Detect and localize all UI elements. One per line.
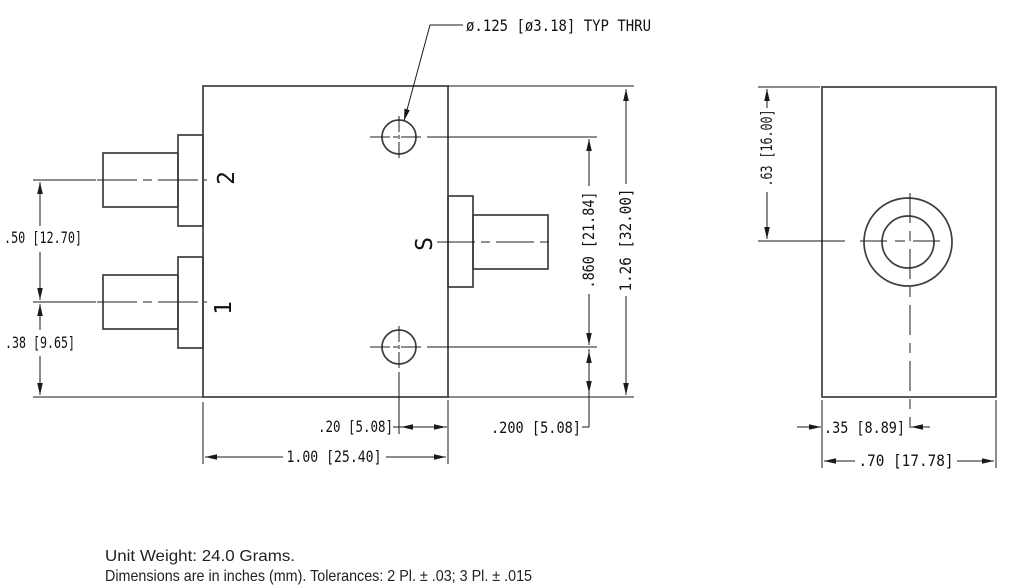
hole-callout: ø.125 [ø3.18] TYP THRU [403,16,651,122]
left-dimensions: .50 [12.70] .38 [9.65] [4,179,203,398]
dim-text-port-spacing: .50 [12.70] [4,228,82,247]
port2-label: 2 [214,171,240,185]
dim-text-hole-spacing: .860 [21.84] [579,192,598,289]
note-tolerances: Dimensions are in inches (mm). Tolerance… [105,568,532,585]
dim-text-width: 1.00 [25.40] [287,447,382,466]
bottom-dimensions: .20 [5.08] 1.00 [25.40] [202,372,449,466]
side-view-dimensions: .63 [16.00] .35 [8.89] .70 [17.78] [757,86,997,470]
dim-text-side-width: .70 [17.78] [859,451,954,470]
dim-text-port1-bottom: .38 [9.65] [5,333,75,352]
side-hole-outer [863,197,953,287]
side-hole-inner [881,215,935,269]
port-s-label: S [412,237,438,251]
side-view [821,86,997,428]
dim-text-hole-right: .20 [5.08] [318,417,393,436]
right-dimensions: .860 [21.84] 1.26 [32.00] .200 [5.08] [427,85,635,437]
note-unit-weight: Unit Weight: 24.0 Grams. [105,548,295,565]
side-block-outline [821,86,997,398]
dim-text-side-hole-offset: .35 [8.89] [824,418,905,437]
dim-text-height: 1.26 [32.00] [616,189,635,292]
dim-text-side-top: .63 [16.00] [757,110,776,187]
port1-label: 1 [211,301,237,315]
callout-leader-line [403,24,463,122]
dim-text-hole-bottom: .200 [5.08] [491,418,581,437]
hole-spec-text: ø.125 [ø3.18] TYP THRU [466,16,651,35]
front-view: 2 1 S [97,85,552,398]
drawing-notes: Unit Weight: 24.0 Grams. Dimensions are … [105,548,532,585]
